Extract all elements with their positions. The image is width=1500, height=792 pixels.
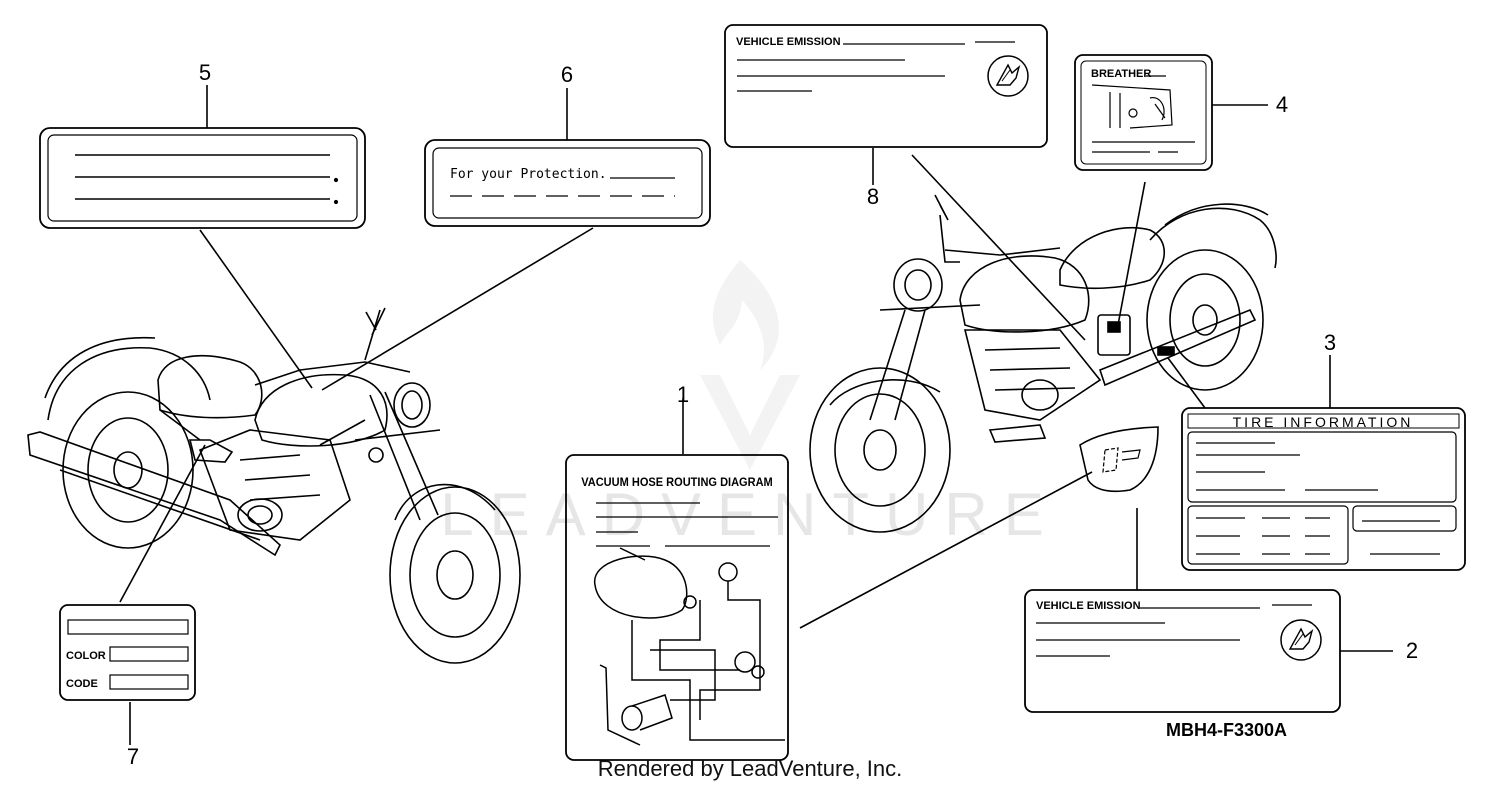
code-label: CODE [66, 678, 98, 690]
label-3-tire-information: TIRE INFORMATION [1181, 407, 1466, 571]
label-8-emission: VEHICLE EMISSION [724, 24, 1048, 148]
callout-1: 1 [677, 382, 689, 407]
vacuum-title: VACUUM HOSE ROUTING DIAGRAM [581, 477, 773, 489]
color-label: COLOR [66, 650, 106, 662]
emission-top-title: VEHICLE EMISSION [736, 36, 841, 48]
footer-credit: Rendered by LeadVenture, Inc. [597, 756, 903, 781]
vacuum-diagram-illustration [594, 547, 785, 746]
emission-bottom-title: VEHICLE EMISSION [1036, 600, 1141, 612]
label-6-protection: For your Protection. [424, 139, 711, 227]
callout-4: 4 [1276, 92, 1288, 117]
label-4-breather: BREATHER [1074, 54, 1213, 171]
tank-emblem-decal [1079, 426, 1159, 493]
callout-2: 2 [1406, 638, 1418, 663]
motorcycle-right [809, 194, 1277, 533]
part-number: MBH4-F3300A [1166, 720, 1288, 740]
watermark-logo-icon [700, 260, 800, 470]
callout-8: 8 [867, 184, 879, 209]
watermark-text: LEADVENTURE [440, 481, 1059, 548]
label-2-emission: VEHICLE EMISSION [1024, 589, 1341, 713]
wing-logo-icon [1280, 619, 1322, 661]
label-5-caution [39, 127, 366, 229]
tire-title: TIRE INFORMATION [1233, 414, 1414, 430]
leader-lines [119, 85, 1393, 745]
breather-title: BREATHER [1091, 68, 1151, 80]
breather-illustration [1091, 84, 1173, 129]
label-1-vacuum-hose-routing: VACUUM HOSE ROUTING DIAGRAM [565, 454, 789, 761]
callout-3: 3 [1324, 330, 1336, 355]
label-7-color-code: COLOR CODE [59, 604, 196, 701]
callout-5: 5 [199, 60, 211, 85]
callout-7: 7 [127, 744, 139, 769]
motorcycle-left [27, 307, 521, 664]
callout-6: 6 [561, 62, 573, 87]
protection-text: For your Protection. [450, 167, 607, 182]
wing-logo-icon [987, 55, 1029, 97]
